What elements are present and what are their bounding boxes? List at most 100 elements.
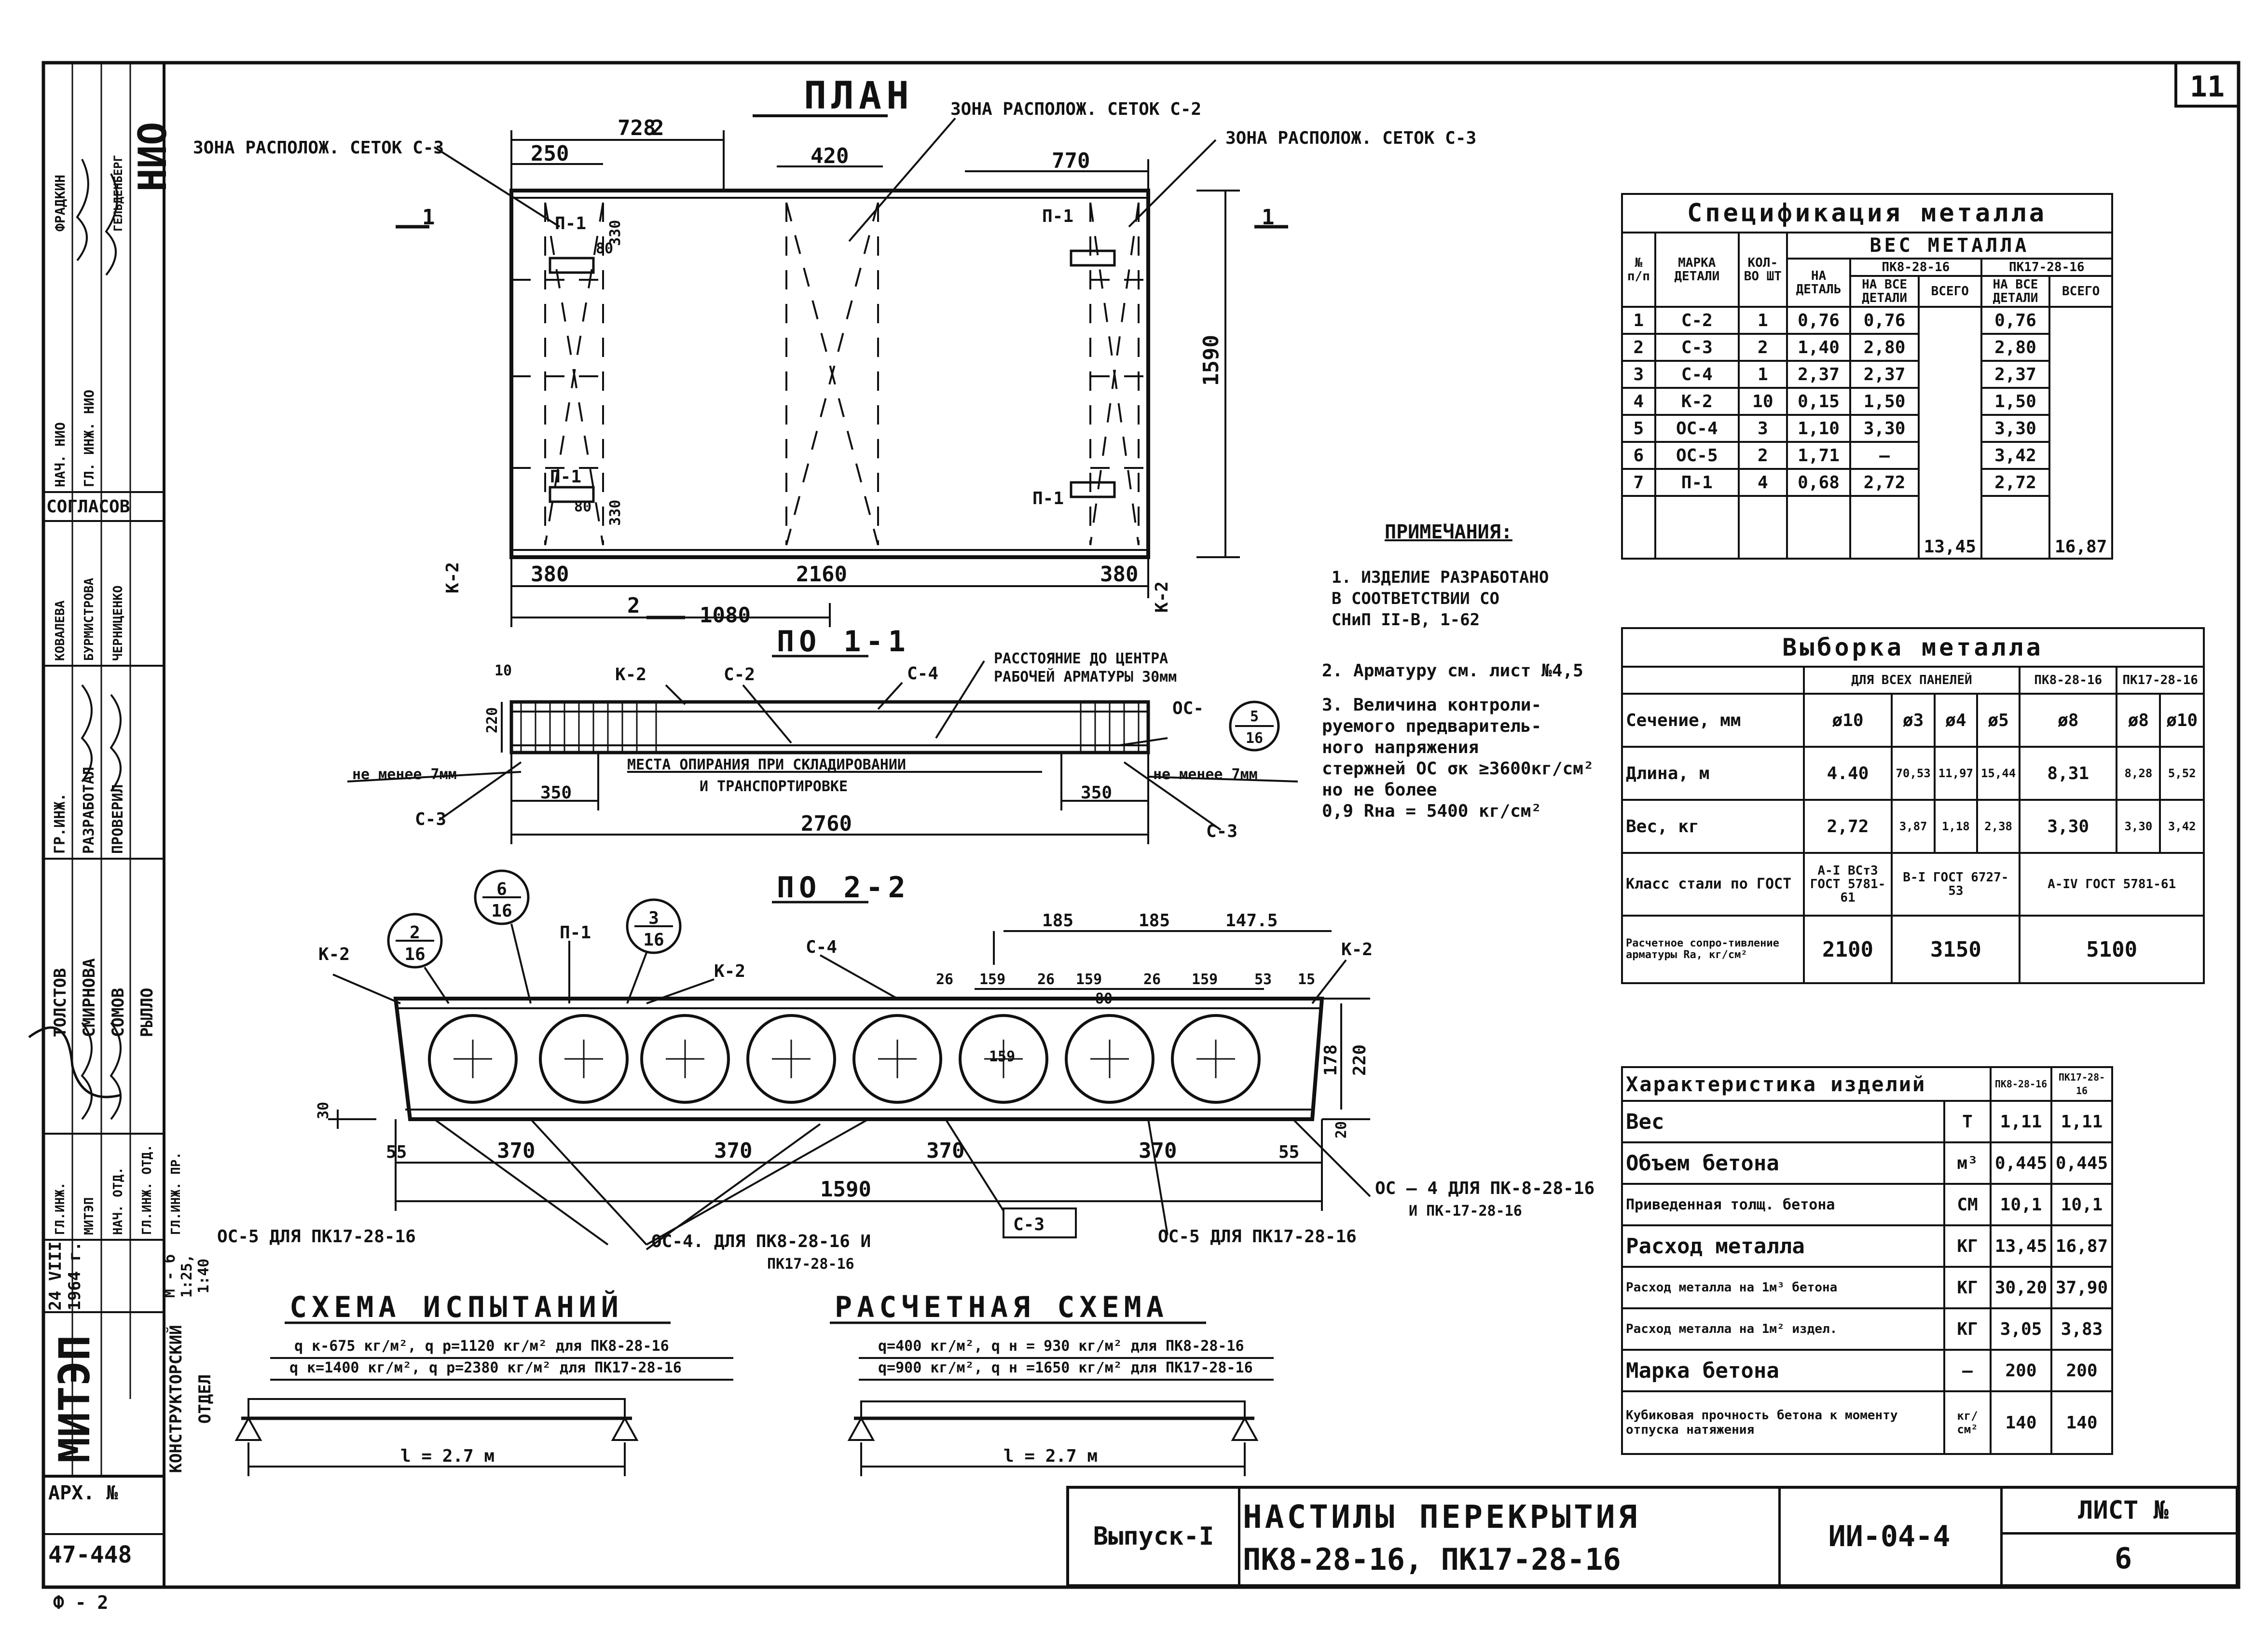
sec22-d30: 30 [315, 1102, 332, 1119]
spec-cell: 0,76 [1786, 306, 1852, 335]
sec11-c3-left: С-3 [415, 809, 446, 829]
char-cell: 200 [2050, 1349, 2113, 1392]
spec-cell: — [1849, 441, 1920, 470]
table-row: 5 ОС-4 3 1,10 3,30 3,30 [1621, 414, 2112, 443]
test-scheme-line2: q к=1400 кг/м², q р=2380 кг/м² для ПК17-… [289, 1359, 682, 1376]
sec22-d178: 178 [1321, 1044, 1341, 1076]
plan-p1-c: П-1 [1042, 206, 1073, 226]
sec11-d10: 10 [495, 662, 512, 679]
corner-number: 11 [2190, 70, 2225, 104]
plan-zone-c2: ЗОНА РАСПОЛОЖ. СЕТОК С-2 [950, 99, 1201, 119]
sel-cell: 3,30 [2019, 799, 2118, 854]
sec22-d370a: 370 [497, 1138, 535, 1163]
sel-cell: 3,87 [1891, 799, 1936, 854]
spec-total-pk8: 13,45 [1917, 306, 1982, 560]
char-cell: Приведенная толщ. бетона [1621, 1183, 1945, 1226]
sec11-min-right: не менее 7мм [1153, 766, 1258, 783]
sec22-d55b: 55 [1278, 1142, 1299, 1162]
sel-cell: 2100 [1802, 915, 1893, 984]
sec22-oc4d: ПК17-28-16 [767, 1256, 854, 1273]
calc-scheme-span: l = 2.7 м [1003, 1446, 1098, 1466]
spec-cell: 2,80 [1980, 333, 2051, 362]
sec22-b1-num: 2 [410, 923, 420, 943]
sec22-d55a: 55 [386, 1142, 407, 1162]
title-block-sheet-label: ЛИСТ № [2078, 1496, 2169, 1525]
sel-cell: 2,38 [1976, 799, 2021, 854]
sec11-c4: С-4 [907, 664, 938, 684]
plan-p1-b: П-1 [550, 467, 581, 487]
notes-n1-l3: СНиП II-В, 1-62 [1332, 610, 1480, 630]
test-scheme-title: СХЕМА ИСПЫТАНИЙ [289, 1289, 623, 1324]
sec22-leaders [328, 896, 1371, 1250]
notes-n3-l5: но не более [1322, 780, 1437, 800]
stamp-format: Ф - 2 [53, 1592, 109, 1613]
plan-dim-80a: 80 [596, 240, 613, 257]
sel-cell: 8,28 [2116, 746, 2161, 801]
notes-n3: 3. Величина контроли- руемого предварите… [1322, 695, 1594, 822]
char-cell: 200 [1990, 1349, 2052, 1392]
char-cell: 16,87 [2050, 1224, 2113, 1268]
spec-cell: 3 [1621, 360, 1656, 389]
char-cell: 13,45 [1990, 1224, 2052, 1268]
table-row: 2 С-3 2 1,40 2,80 2,80 [1621, 333, 2112, 362]
table-row: Длина, м 4.40 70,53 11,97 15,44 8,31 8,2… [1621, 746, 2205, 801]
sec11-oc-num: 5 [1250, 708, 1259, 725]
notes-n3-l4: стержней ОС σк ≥3600кг/см² [1322, 759, 1594, 779]
notes-n3-l2: руемого предваритель- [1322, 716, 1542, 736]
sel-cell: 5,52 [2159, 746, 2205, 801]
plan-dim-380b: 380 [1100, 562, 1138, 587]
char-cell: Кубиковая прочность бетона к моменту отп… [1621, 1390, 1945, 1455]
notes-n1-l2: В СООТВЕТСТВИИ СО [1332, 589, 1499, 608]
plan-dim-250: 250 [531, 141, 569, 166]
spec-cell: 2 [1621, 333, 1656, 362]
stamp-arch-label: АРХ. № [48, 1482, 118, 1504]
sel-cell: 3,30 [2116, 799, 2161, 854]
calc-scheme-line2: q=900 кг/м², q н =1650 кг/м² для ПК17-28… [878, 1359, 1253, 1376]
spec-cell: ОС-4 [1654, 414, 1740, 443]
char-cell: Марка бетона [1621, 1349, 1945, 1392]
sel-r-sec: Сечение, мм [1621, 693, 1805, 748]
sel-cell: 11,97 [1933, 746, 1978, 801]
table-row: 6 ОС-5 2 1,71 — 3,42 [1621, 441, 2112, 470]
sec22-b3-num: 3 [648, 908, 659, 928]
sel-cell: ø10 [1802, 693, 1893, 748]
sec22-d185b: 185 [1139, 911, 1170, 931]
plan-dashed-lines [511, 202, 1148, 546]
table-row: Расход металла на 1м² издел. КГ 3,05 3,8… [1621, 1307, 2113, 1351]
spec-cell: 3,42 [1980, 441, 2051, 470]
sel-r-len: Длина, м [1621, 746, 1805, 801]
sec22-b3-den: 16 [643, 930, 664, 950]
spec-cell: 1 [1737, 360, 1788, 389]
sec11-c2: С-2 [724, 665, 755, 685]
char-cell: 1,11 [2050, 1100, 2113, 1143]
spec-cell: 4 [1621, 387, 1656, 416]
spec-cell: 1,50 [1849, 387, 1920, 416]
sel-cell: 3,42 [2159, 799, 2205, 854]
sel-h-all: ДЛЯ ВСЕХ ПАНЕЛЕЙ [1802, 666, 2021, 695]
char-cell: КГ [1943, 1224, 1992, 1268]
notes-n3-l1: 3. Величина контроли- [1322, 695, 1542, 715]
sec22-k2-mid: К-2 [714, 961, 745, 981]
sel-cell: 5100 [2019, 915, 2205, 984]
selection-table: Выборка металла ДЛЯ ВСЕХ ПАНЕЛЕЙ ПК8-28-… [1621, 627, 2205, 984]
notes-title: ПРИМЕЧАНИЯ: [1385, 521, 1512, 543]
spec-cell: С-3 [1654, 333, 1740, 362]
test-scheme-span: l = 2.7 м [400, 1446, 495, 1466]
spec-cell: ОС-5 [1654, 441, 1740, 470]
sel-cell: 4.40 [1802, 746, 1893, 801]
table-row: Вес Т 1,11 1,11 [1621, 1100, 2113, 1143]
spec-cell: К-2 [1654, 387, 1740, 416]
sel-cell: 8,31 [2019, 746, 2118, 801]
char-cell: 3,05 [1990, 1307, 2052, 1351]
plan-dim-330b: 330 [607, 500, 624, 526]
title-block-title1: НАСТИЛЫ ПЕРЕКРЫТИЯ [1243, 1498, 1640, 1536]
sel-cell: ø10 [2159, 693, 2205, 748]
plan-dim-420: 420 [811, 144, 849, 168]
calc-scheme-line1: q=400 кг/м², q н = 930 кг/м² для ПК8-28-… [878, 1338, 1244, 1355]
sec22-d20: 20 [1333, 1121, 1350, 1138]
sel-cell: В-I ГОСТ 6727-53 [1891, 852, 2021, 917]
char-cell: 30,20 [1990, 1266, 2052, 1309]
plan-zone-c3-right: ЗОНА РАСПОЛОЖ. СЕТОК С-3 [1225, 128, 1476, 148]
